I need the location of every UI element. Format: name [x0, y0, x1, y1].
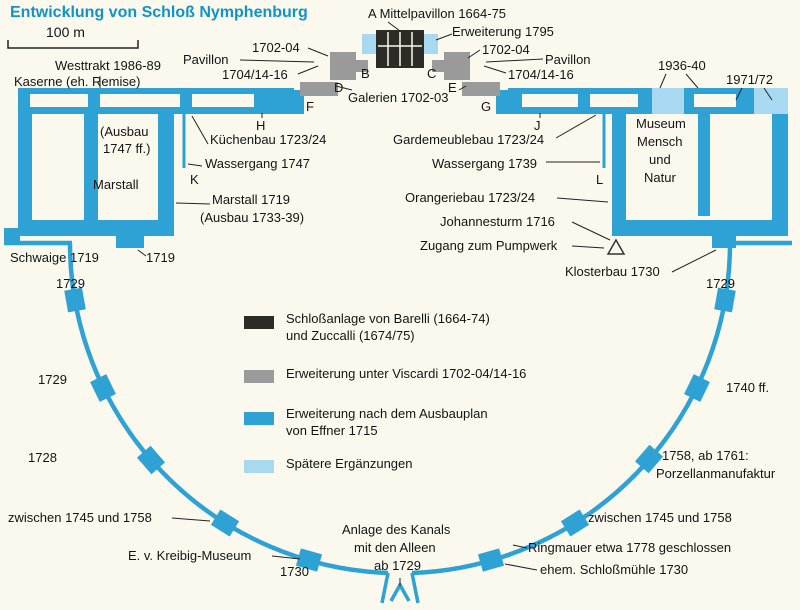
label-pavillon-right-date1: 1702-04 — [482, 42, 530, 57]
label-ring-sw-zwischen: zwischen 1745 und 1758 — [8, 510, 152, 525]
label-johannesturm: Johannesturm 1716 — [440, 214, 555, 229]
legend-label-viscardi: Erweiterung unter Viscardi 1702-04/14-16 — [286, 366, 527, 381]
leader-lines — [99, 21, 773, 586]
letter-d: D — [334, 80, 344, 95]
label-pavillon-right: Pavillon — [545, 52, 591, 67]
marstall-complex — [4, 114, 186, 248]
label-1971-72: 1971/72 — [726, 72, 773, 87]
wing-right — [508, 88, 788, 114]
letter-b: B — [361, 66, 370, 81]
label-pavillon-right-date2: 1704/14-16 — [508, 67, 574, 82]
schwaige-block — [4, 228, 20, 242]
label-kuechenbau: Küchenbau 1723/24 — [210, 132, 327, 147]
label-ring-e-1740: 1740 ff. — [726, 380, 770, 395]
label-orangeriebau: Orangeriebau 1723/24 — [405, 190, 536, 205]
scale-bar — [7, 40, 139, 49]
mittelpavillon-block — [376, 30, 424, 68]
label-ringmauer: Ringmauer etwa 1778 geschlossen — [528, 540, 732, 555]
label-schwaige: Schwaige 1719 — [10, 250, 99, 265]
label-zugang-pumpwerk: Zugang zum Pumpwerk — [420, 238, 558, 253]
marstall-south-tab — [116, 236, 144, 248]
label-pavillon-left: Pavillon — [183, 52, 229, 67]
scale-label: 100 m — [46, 24, 85, 40]
label-ausbau-1747-line2: 1747 ff.) — [103, 141, 151, 156]
label-kanal-line3: ab 1729 — [374, 558, 421, 573]
label-kanal-line1: Anlage des Kanals — [342, 522, 451, 537]
label-ring-ne-1729: 1729 — [706, 276, 735, 291]
museum-complex — [602, 114, 788, 255]
label-ausbau-1747-line1: (Ausbau — [100, 124, 149, 139]
label-marstall: Marstall — [93, 177, 139, 192]
klosterbau-block — [712, 236, 736, 248]
label-museum-line1: Museum — [636, 116, 686, 131]
label-ring-nw-1729: 1729 — [56, 276, 85, 291]
label-ring-w-1729: 1729 — [38, 372, 67, 387]
label-marstall-1719: Marstall 1719 — [212, 192, 291, 207]
wing-left — [18, 88, 294, 114]
legend-label-barelli-line2: und Zuccalli (1674/75) — [286, 328, 415, 343]
legend-swatch-effner — [244, 412, 274, 425]
legend-label-barelli-line1: Schloßanlage von Barelli (1664-74) — [286, 311, 490, 326]
canal-entrance — [380, 572, 420, 604]
legend-swatch-barelli — [244, 316, 274, 329]
label-ring-1758-line2: Porzellanmanufaktur — [656, 466, 776, 481]
pumpwerk-triangle-icon — [606, 238, 626, 255]
legend-label-effner-line1: Erweiterung nach dem Ausbauplan — [286, 406, 488, 421]
letter-e: E — [448, 80, 457, 95]
label-kanal-line2: mit den Alleen — [354, 540, 436, 555]
pavilion-d — [330, 52, 356, 80]
label-westtrakt: Westtrakt 1986-89 — [55, 58, 161, 73]
letter-f: F — [306, 99, 314, 114]
letter-h: H — [256, 118, 266, 133]
label-kaserne: Kaserne (eh. Remise) — [14, 74, 141, 89]
label-pavillon-left-date2: 1704/14-16 — [222, 67, 288, 82]
letter-j: J — [534, 118, 541, 133]
ring-pavilions — [64, 287, 736, 572]
label-museum-line4: Natur — [644, 170, 676, 185]
label-museum-line2: Mensch — [637, 134, 683, 149]
label-wassergang-1739: Wassergang 1739 — [432, 156, 538, 171]
label-kreibig-1730: 1730 — [280, 564, 309, 579]
legend-swatch-viscardi — [244, 370, 274, 383]
label-ring-w-1728: 1728 — [28, 450, 57, 465]
label-gardemeublebau: Gardemeublebau 1723/24 — [393, 132, 545, 147]
extension-1795-right — [424, 34, 438, 54]
label-ring-se-zwischen: zwischen 1745 und 1758 — [588, 510, 732, 525]
label-marstall-ausbau: (Ausbau 1733-39) — [200, 210, 305, 225]
label-mittelpavillon: A Mittelpavillon 1664-75 — [368, 6, 507, 21]
label-pavillon-left-date1: 1702-04 — [252, 40, 300, 55]
label-klosterbau: Klosterbau 1730 — [565, 264, 660, 279]
label-wassergang-1747: Wassergang 1747 — [205, 156, 311, 171]
letter-l: L — [596, 172, 604, 187]
galleries-viscardi — [300, 52, 500, 96]
letter-c: C — [427, 66, 437, 81]
legend-label-later: Spätere Ergänzungen — [286, 456, 413, 471]
legend-label-effner-line2: von Effner 1715 — [286, 423, 378, 438]
label-1719: 1719 — [146, 250, 175, 265]
page-title: Entwicklung von Schloß Nymphenburg — [10, 4, 308, 21]
legend-swatch-later — [244, 460, 274, 473]
label-erweiterung-1795: Erweiterung 1795 — [452, 24, 554, 39]
label-galerien: Galerien 1702-03 — [348, 90, 449, 105]
extension-1795-left — [362, 34, 376, 54]
label-museum-line3: und — [649, 152, 671, 167]
label-1936-40: 1936-40 — [658, 58, 706, 73]
label-schlossmuehle: ehem. Schloßmühle 1730 — [540, 562, 689, 577]
label-ring-1758-line1: 1758, ab 1761: — [662, 448, 749, 463]
letter-g: G — [481, 99, 492, 114]
pavilion-e — [444, 52, 470, 80]
label-kreibig-museum: E. v. Kreibig-Museum — [128, 548, 252, 563]
letter-k: K — [190, 172, 199, 187]
